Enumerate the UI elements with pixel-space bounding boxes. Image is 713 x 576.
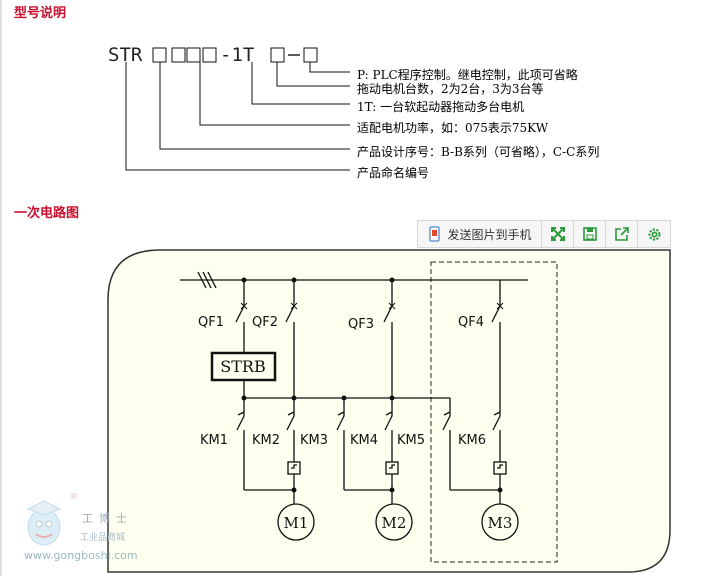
model-line-motor-count: 拖动电机台数，2为2台，3为3台等 <box>357 82 544 96</box>
km6-label: KM6 <box>458 433 486 448</box>
model-code-prefix: STR <box>108 44 143 66</box>
fullscreen-icon <box>550 227 565 241</box>
circuit-panel <box>107 249 671 573</box>
motor-m3-symbol <box>481 503 519 541</box>
km2-label: KM2 <box>252 433 280 448</box>
dashed-group-box <box>430 261 558 563</box>
share-icon <box>614 227 629 241</box>
m1-label: M1 <box>284 514 309 532</box>
strb-box <box>210 351 277 382</box>
page-left-border <box>0 0 2 576</box>
motor-m2-symbol <box>375 503 413 541</box>
km1-label: KM1 <box>200 433 228 448</box>
model-line-1t: 1T: 一台软起动器拖动多台电机 <box>357 100 525 114</box>
m3-label: M3 <box>488 514 513 532</box>
fullscreen-button[interactable] <box>542 221 574 247</box>
phone-send-icon <box>429 226 440 242</box>
qf3-label: QF3 <box>348 317 374 332</box>
qf4-label: QF4 <box>458 315 484 330</box>
motor-m1-symbol <box>277 503 315 541</box>
km5-label: KM5 <box>397 433 425 448</box>
gongboshi-logo: ® <box>26 492 78 546</box>
km4-label: KM4 <box>350 433 378 448</box>
model-line-power: 适配电机功率，如：075表示75KW <box>357 121 549 135</box>
km3-label: KM3 <box>300 433 328 448</box>
model-section-title: 型号说明 <box>14 6 67 21</box>
image-toolbar: 发送图片到手机 <box>417 220 671 248</box>
settings-button[interactable] <box>638 221 670 247</box>
qf2-label: QF2 <box>252 315 278 330</box>
strb-label: STRB <box>220 357 265 376</box>
model-line-plc: P: PLC程序控制。继电控制，此项可省略 <box>357 68 578 82</box>
share-button[interactable] <box>606 221 638 247</box>
model-code-diagram: STR -1T <box>108 44 350 171</box>
m2-label: M2 <box>382 514 407 532</box>
save-icon <box>582 227 597 241</box>
model-line-naming: 产品命名编号 <box>357 166 430 180</box>
watermark-brand: 工博士 <box>82 512 133 525</box>
model-line-series: 产品设计序号：B-B系列（可省略），C-C系列 <box>357 145 600 159</box>
watermark-subtitle: 工业品商城 <box>80 533 126 543</box>
send-to-phone-label: 发送图片到手机 <box>447 227 532 242</box>
send-to-phone-button[interactable]: 发送图片到手机 <box>418 221 542 247</box>
svg-text:®: ® <box>70 492 78 501</box>
settings-icon <box>648 228 660 240</box>
circuit-section-title: 一次电路图 <box>14 206 80 221</box>
save-button[interactable] <box>574 221 606 247</box>
watermark-url: www.gongboshi.com <box>24 549 138 562</box>
model-code-1t: -1T <box>220 44 254 66</box>
qf1-label: QF1 <box>198 315 224 330</box>
